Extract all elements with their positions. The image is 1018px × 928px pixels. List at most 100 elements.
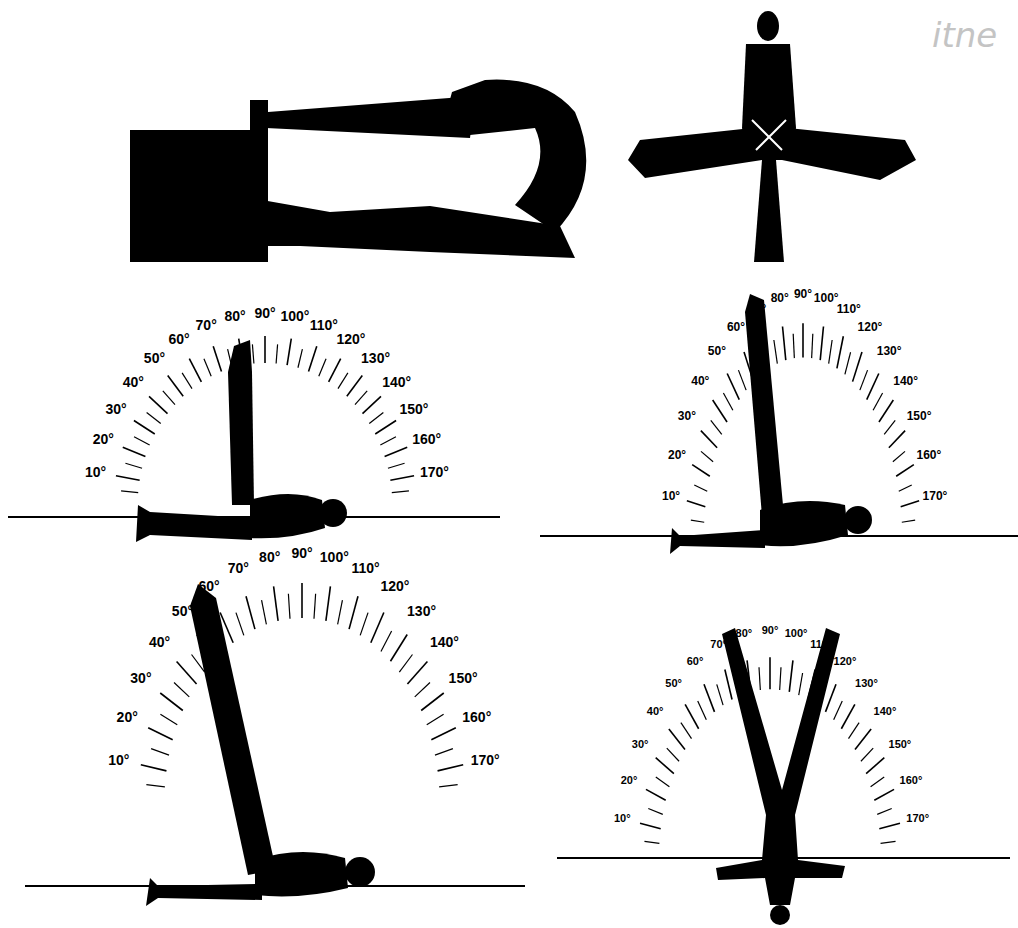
tick-mark (309, 346, 317, 371)
tick-mark (820, 327, 823, 361)
tick-mark (399, 655, 412, 673)
tick-mark (349, 596, 358, 629)
tick-mark (407, 662, 427, 684)
tick-mark (390, 634, 407, 661)
tick-mark (160, 714, 177, 725)
tick-mark (837, 336, 843, 368)
degree-label: 80° (771, 292, 789, 304)
tick-mark (182, 373, 192, 389)
tick-mark (692, 465, 710, 477)
tick-mark (177, 662, 197, 684)
degree-label: 170° (471, 753, 500, 767)
tick-mark (148, 728, 172, 740)
tick-mark (360, 613, 368, 636)
tick-mark (889, 431, 905, 448)
degree-label: 30° (632, 739, 649, 750)
tick-mark (759, 667, 760, 690)
degree-label: 130° (877, 345, 902, 357)
tick-mark (151, 749, 169, 755)
tick-mark (812, 334, 813, 358)
tick-mark (134, 421, 155, 434)
tick-mark (893, 451, 905, 461)
tick-mark (326, 586, 331, 620)
watermark: itne (932, 18, 997, 52)
tick-mark (146, 785, 165, 787)
tick-mark (879, 400, 893, 422)
degree-label: 50° (708, 345, 726, 357)
degree-label: 40° (691, 375, 709, 387)
degree-label: 170° (906, 813, 929, 824)
tick-mark (252, 344, 253, 363)
tick-mark (375, 421, 396, 434)
degree-label: 140° (430, 635, 459, 649)
tick-mark (793, 334, 794, 358)
tick-mark (314, 594, 316, 619)
tick-mark (298, 349, 302, 368)
degree-label: 50° (665, 678, 682, 689)
tick-mark (774, 340, 777, 364)
tick-mark (799, 673, 803, 695)
tick-mark (802, 323, 804, 357)
tick-mark (246, 596, 255, 629)
tick-mark (319, 359, 326, 376)
tick-mark (669, 729, 685, 750)
tick-mark (789, 660, 793, 691)
tick-mark (701, 431, 717, 448)
tick-mark (439, 785, 458, 787)
tick-mark (213, 346, 221, 371)
tick-mark (121, 491, 138, 493)
degree-label: 20° (621, 775, 638, 786)
tick-mark (727, 374, 739, 400)
sit-and-reach-figure (130, 80, 586, 262)
degree-label: 160° (900, 775, 923, 786)
tick-mark (134, 437, 150, 445)
tick-mark (355, 391, 367, 405)
tick-mark (834, 701, 843, 720)
tick-mark (276, 344, 277, 363)
degree-label: 150° (889, 739, 912, 750)
degree-label: 100° (280, 309, 309, 323)
tick-mark (725, 669, 732, 699)
degree-label: 70° (748, 303, 766, 315)
degree-label: 120° (834, 655, 857, 666)
tick-mark (338, 373, 348, 389)
tick-mark (149, 396, 167, 413)
degree-label: 90° (291, 546, 312, 560)
tick-mark (141, 765, 167, 771)
tick-mark (380, 437, 396, 445)
tick-mark (780, 667, 781, 690)
tick-mark (421, 693, 444, 711)
tick-mark (685, 704, 698, 728)
degree-label: 110° (810, 638, 832, 649)
degree-label: 20° (117, 710, 138, 724)
tick-mark (861, 748, 873, 761)
degree-label: 60° (198, 579, 219, 593)
degree-label: 40° (647, 706, 664, 717)
degree-label: 130° (855, 678, 878, 689)
degree-label: 100° (785, 628, 808, 639)
degree-label: 100° (320, 550, 349, 564)
tick-mark (392, 491, 409, 493)
degree-label: 40° (149, 635, 170, 649)
tick-mark (841, 704, 854, 728)
tick-mark (390, 476, 414, 481)
degree-label: 90° (254, 306, 275, 320)
inverted-split-figure (716, 628, 845, 925)
leg-raise-figure (146, 584, 375, 906)
tick-mark (385, 447, 408, 456)
tick-mark (738, 370, 746, 390)
tick-mark (147, 412, 161, 423)
degree-label: 160° (462, 710, 491, 724)
degree-label: 80° (259, 550, 280, 564)
tick-mark (438, 765, 464, 771)
tick-mark (681, 723, 692, 739)
split-figure (628, 11, 916, 262)
tick-mark (431, 728, 455, 740)
tick-mark (427, 714, 444, 725)
tick-mark (769, 657, 771, 689)
degree-label: 70° (228, 561, 249, 575)
degree-label: 120° (337, 332, 366, 346)
tick-mark (388, 463, 405, 468)
tick-mark (274, 586, 279, 620)
